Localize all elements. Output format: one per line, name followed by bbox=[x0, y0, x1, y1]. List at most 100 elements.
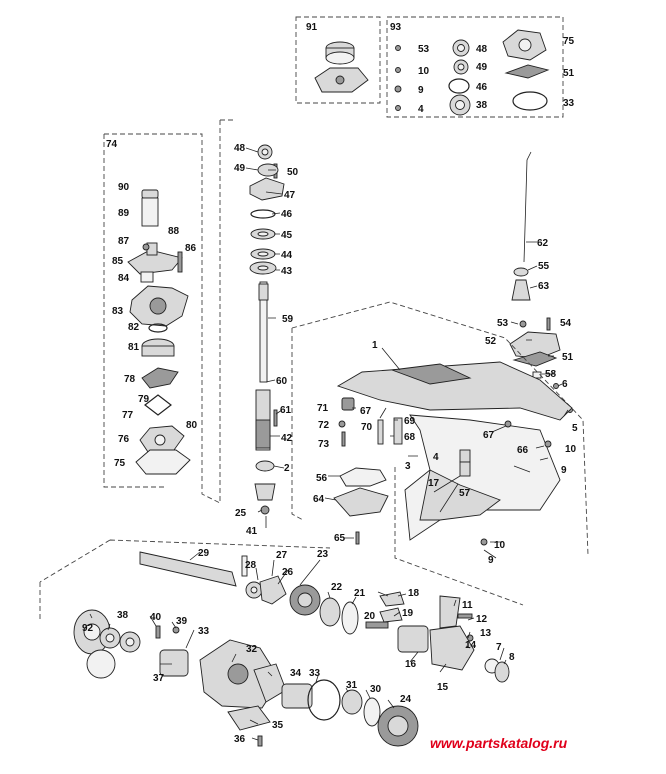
label-47: 47 bbox=[284, 190, 296, 201]
label-6: 6 bbox=[562, 379, 568, 390]
label-77: 77 bbox=[122, 410, 134, 421]
label-16: 16 bbox=[405, 659, 417, 670]
shift-rod-assembly bbox=[509, 151, 573, 413]
label-23: 23 bbox=[317, 549, 329, 560]
label-18: 18 bbox=[408, 588, 420, 599]
label-9c: 9 bbox=[488, 555, 494, 566]
label-19: 19 bbox=[402, 608, 414, 619]
label-31: 31 bbox=[346, 680, 358, 691]
label-51: 51 bbox=[562, 352, 574, 363]
label-57: 57 bbox=[459, 488, 471, 499]
label-76: 76 bbox=[118, 434, 130, 445]
label-46: 46 bbox=[281, 209, 293, 220]
label-48: 48 bbox=[234, 143, 246, 154]
label-75: 75 bbox=[114, 458, 126, 469]
label-14: 14 bbox=[465, 640, 477, 651]
label-30: 30 bbox=[370, 684, 382, 695]
label-53a: 53 bbox=[418, 44, 430, 55]
label-33c: 33 bbox=[309, 668, 321, 679]
label-88: 88 bbox=[168, 226, 180, 237]
label-33a: 33 bbox=[563, 98, 575, 109]
label-92: 92 bbox=[82, 623, 94, 634]
label-53: 53 bbox=[497, 318, 509, 329]
label-60: 60 bbox=[276, 376, 288, 387]
label-70: 70 bbox=[361, 422, 373, 433]
label-13: 13 bbox=[480, 628, 492, 639]
label-73: 73 bbox=[318, 439, 330, 450]
label-11: 11 bbox=[462, 600, 473, 611]
label-15: 15 bbox=[437, 682, 449, 693]
label-63: 63 bbox=[538, 281, 550, 292]
label-21: 21 bbox=[354, 588, 366, 599]
label-12: 12 bbox=[476, 614, 488, 625]
label-55: 55 bbox=[538, 261, 550, 272]
label-75a: 75 bbox=[563, 36, 575, 47]
label-59: 59 bbox=[282, 314, 294, 325]
label-69: 69 bbox=[404, 416, 416, 427]
label-38a: 38 bbox=[476, 100, 488, 111]
label-29: 29 bbox=[198, 548, 210, 559]
label-34: 34 bbox=[290, 668, 302, 679]
label-67a: 67 bbox=[360, 406, 372, 417]
label-56: 56 bbox=[316, 473, 328, 484]
label-36: 36 bbox=[234, 734, 246, 745]
label-72: 72 bbox=[318, 420, 330, 431]
label-89: 89 bbox=[118, 208, 130, 219]
label-2: 2 bbox=[284, 463, 290, 474]
label-9b: 9 bbox=[561, 465, 567, 476]
label-17: 17 bbox=[428, 478, 440, 489]
propeller-shaft-assembly bbox=[39, 539, 510, 747]
label-68: 68 bbox=[404, 432, 416, 443]
label-28: 28 bbox=[245, 560, 257, 571]
label-87: 87 bbox=[118, 236, 130, 247]
label-65: 65 bbox=[334, 533, 346, 544]
label-4b: 4 bbox=[433, 452, 439, 463]
label-45: 45 bbox=[281, 230, 293, 241]
label-81: 81 bbox=[128, 342, 140, 353]
label-10a: 10 bbox=[418, 66, 430, 77]
label-84: 84 bbox=[118, 273, 130, 284]
label-39: 39 bbox=[176, 616, 188, 627]
label-83: 83 bbox=[112, 306, 124, 317]
label-51a: 51 bbox=[563, 68, 575, 79]
label-93: 93 bbox=[390, 22, 402, 33]
kit-box-74 bbox=[103, 133, 221, 504]
label-40: 40 bbox=[150, 612, 162, 623]
watermark: www.partskatalog.ru bbox=[430, 735, 568, 751]
label-35: 35 bbox=[272, 720, 284, 731]
label-37: 37 bbox=[153, 673, 165, 684]
label-79: 79 bbox=[138, 394, 150, 405]
label-20: 20 bbox=[364, 611, 376, 622]
label-26: 26 bbox=[282, 567, 294, 578]
label-10b: 10 bbox=[565, 444, 577, 455]
label-58: 58 bbox=[545, 369, 557, 380]
label-49: 49 bbox=[234, 163, 246, 174]
gear-housing bbox=[291, 301, 589, 606]
label-24: 24 bbox=[400, 694, 412, 705]
label-67b: 67 bbox=[483, 430, 495, 441]
label-66: 66 bbox=[517, 445, 529, 456]
label-80: 80 bbox=[186, 420, 198, 431]
label-91: 91 bbox=[306, 22, 318, 33]
driveshaft-stack bbox=[219, 119, 285, 515]
kit-box-91 bbox=[295, 16, 381, 104]
label-27: 27 bbox=[276, 550, 288, 561]
label-38: 38 bbox=[117, 610, 129, 621]
label-8: 8 bbox=[509, 652, 515, 663]
label-71: 71 bbox=[317, 403, 329, 414]
label-5: 5 bbox=[572, 423, 578, 434]
label-25: 25 bbox=[235, 508, 247, 519]
label-74: 74 bbox=[106, 139, 118, 150]
label-9a: 9 bbox=[418, 85, 424, 96]
label-43: 43 bbox=[281, 266, 293, 277]
label-82: 82 bbox=[128, 322, 140, 333]
label-4a: 4 bbox=[418, 104, 424, 115]
label-50: 50 bbox=[287, 167, 299, 178]
label-54: 54 bbox=[560, 318, 572, 329]
kit-box-93 bbox=[386, 16, 564, 118]
label-48a: 48 bbox=[476, 44, 488, 55]
label-61: 61 bbox=[280, 405, 292, 416]
label-41: 41 bbox=[246, 526, 258, 537]
label-64: 64 bbox=[313, 494, 325, 505]
